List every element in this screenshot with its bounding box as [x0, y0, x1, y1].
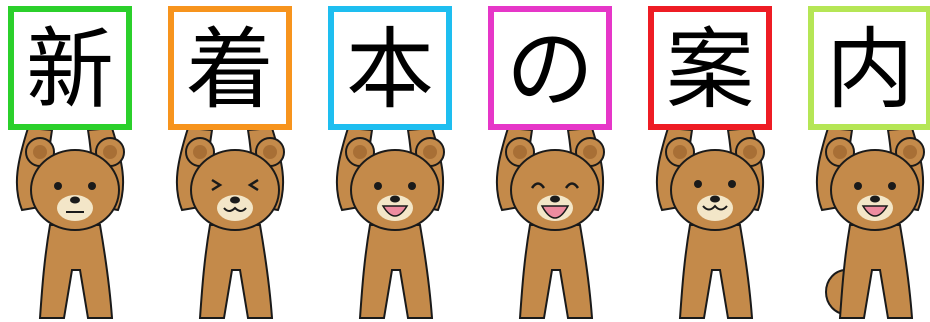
bear-illustration [815, 126, 925, 319]
bear-illustration [175, 126, 285, 319]
sign-board-4: の [488, 6, 612, 130]
bear-sign-5: 案 [640, 0, 800, 322]
bear-illustration [15, 126, 125, 319]
sign-character-5: 案 [665, 18, 754, 121]
bear-sign-1: 新 [0, 0, 160, 322]
sign-character-6: 内 [825, 18, 914, 121]
sign-board-3: 本 [328, 6, 452, 130]
sign-board-2: 着 [168, 6, 292, 130]
bear-illustration [335, 126, 445, 319]
bear-illustration [655, 126, 765, 319]
sign-board-6: 内 [808, 6, 930, 130]
sign-character-4: の [505, 18, 594, 121]
sign-character-1: 新 [25, 18, 114, 121]
bear-sign-2: 着 [160, 0, 320, 322]
sign-character-3: 本 [345, 18, 434, 121]
sign-board-5: 案 [648, 6, 772, 130]
sign-character-2: 着 [185, 18, 274, 121]
bear-illustration [495, 126, 605, 319]
bear-sign-3: 本 [320, 0, 480, 322]
bear-sign-4: の [480, 0, 640, 322]
sign-board-1: 新 [8, 6, 132, 130]
bear-sign-6: 内 [800, 0, 930, 322]
